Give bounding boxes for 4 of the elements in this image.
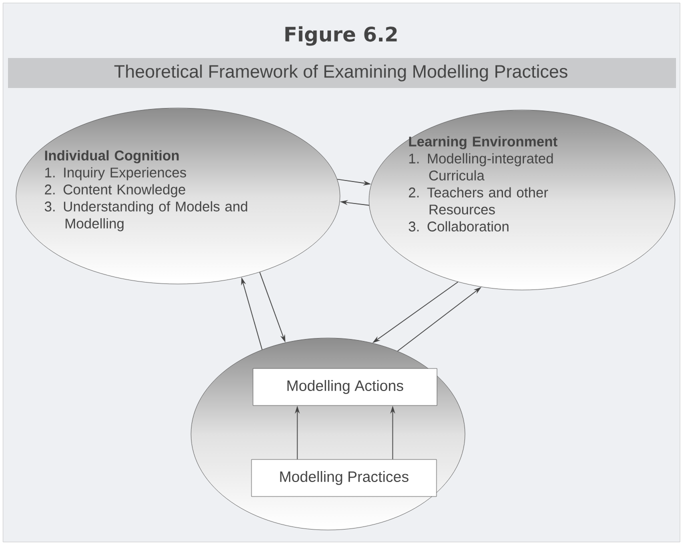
text-box: Modelling Practices bbox=[251, 459, 437, 497]
subtitle-band: Theoretical Framework of Examining Modelling Practices bbox=[8, 58, 676, 88]
figure-title: Figure 6.2 bbox=[285, 26, 397, 46]
text-box: Modelling Actions bbox=[252, 368, 438, 406]
